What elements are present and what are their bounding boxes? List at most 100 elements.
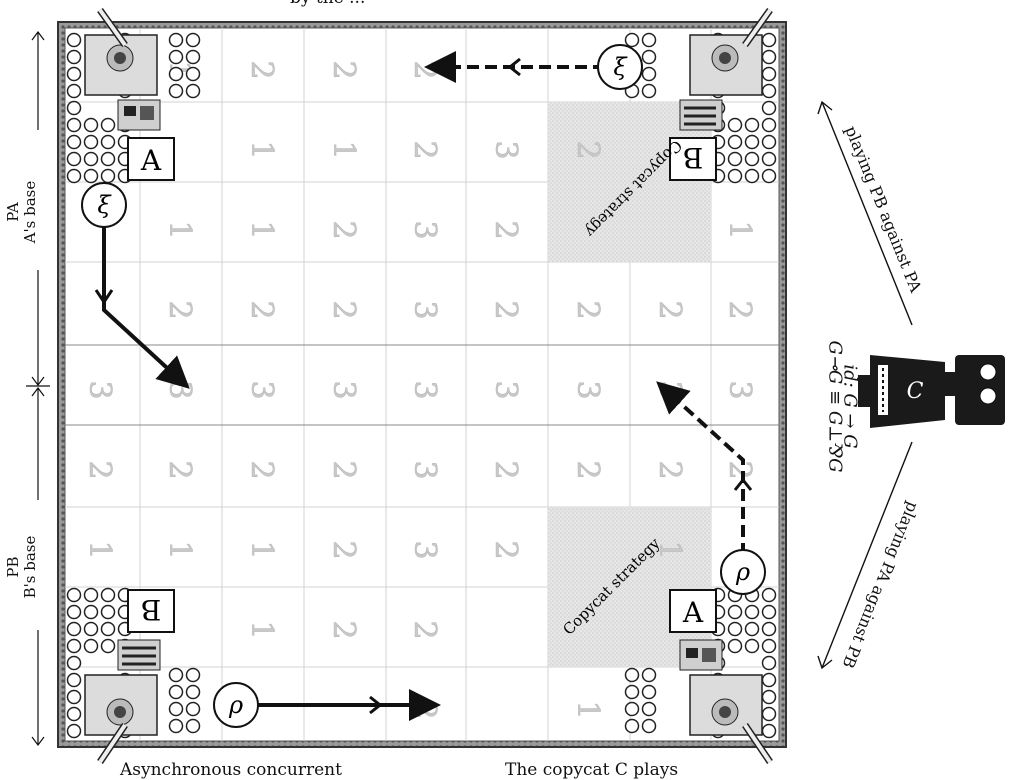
peg — [643, 34, 656, 47]
peg — [102, 623, 115, 636]
peg — [68, 34, 81, 47]
a-base-label: A's base — [22, 172, 39, 252]
peg — [68, 170, 81, 183]
board-number: 1 — [162, 540, 197, 559]
board-number: 3 — [82, 380, 117, 399]
peg — [763, 102, 776, 115]
peg — [68, 606, 81, 619]
peg — [68, 68, 81, 81]
peg — [170, 720, 183, 733]
peg — [729, 170, 742, 183]
board-number: 3 — [244, 380, 279, 399]
board-number: 1 — [82, 540, 117, 559]
board-number: 2 — [244, 460, 279, 479]
peg — [68, 691, 81, 704]
board-number: 2 — [570, 300, 605, 319]
peg — [170, 51, 183, 64]
copycat-robot — [858, 355, 1005, 428]
peg — [746, 170, 759, 183]
board-number: 2 — [488, 540, 523, 559]
peg — [102, 136, 115, 149]
board-number: 2 — [652, 460, 687, 479]
board-number: 1 — [162, 220, 197, 239]
peg — [746, 153, 759, 166]
peg — [68, 674, 81, 687]
peg — [85, 589, 98, 602]
board-number: 3 — [722, 380, 757, 399]
peg — [102, 640, 115, 653]
peg — [68, 589, 81, 602]
board-number: 2 — [488, 300, 523, 319]
board-number: 2 — [722, 300, 757, 319]
peg — [626, 34, 639, 47]
peg — [763, 725, 776, 738]
peg — [643, 68, 656, 81]
board-number: 3 — [326, 380, 361, 399]
peg — [68, 708, 81, 721]
rho-bottom-symbol: ρ — [228, 691, 243, 719]
peg — [729, 136, 742, 149]
peg — [763, 136, 776, 149]
board-number: 3 — [162, 380, 197, 399]
board-number: 2 — [326, 60, 361, 79]
board-number: 2 — [244, 60, 279, 79]
peg — [170, 669, 183, 682]
peg — [763, 85, 776, 98]
peg — [85, 136, 98, 149]
peg — [85, 606, 98, 619]
box-bottom-left-letter: B — [141, 593, 162, 626]
board-number: 2 — [244, 300, 279, 319]
peg — [187, 720, 200, 733]
board-number: 2 — [407, 140, 442, 159]
peg — [729, 606, 742, 619]
peg — [170, 703, 183, 716]
pa-label-text: PA — [5, 172, 22, 252]
peg — [187, 51, 200, 64]
board-number: 2 — [326, 220, 361, 239]
board-number: 2 — [162, 300, 197, 319]
board-number: 3 — [488, 380, 523, 399]
board-number: 2 — [488, 220, 523, 239]
board-number: 2 — [407, 60, 442, 79]
peg — [170, 85, 183, 98]
peg — [187, 686, 200, 699]
rho-bottom-token: ρ — [214, 683, 258, 727]
peg — [102, 606, 115, 619]
peg — [68, 623, 81, 636]
board-number: 3 — [570, 380, 605, 399]
xi-left-token: ξ — [82, 183, 126, 227]
peg — [763, 153, 776, 166]
peg — [102, 589, 115, 602]
rho-right-symbol: ρ — [735, 558, 750, 586]
peg — [763, 34, 776, 47]
board-number: 2 — [407, 620, 442, 639]
xi-top-token: ξ — [598, 45, 642, 89]
board-number: 2 — [488, 460, 523, 479]
peg — [187, 669, 200, 682]
board-number: 1 — [244, 620, 279, 639]
peg — [187, 68, 200, 81]
peg — [85, 640, 98, 653]
peg — [729, 119, 742, 132]
peg — [763, 119, 776, 132]
pb-label: PB B's base — [5, 527, 39, 607]
peg — [102, 119, 115, 132]
box-bottom-right-letter: A — [682, 596, 704, 629]
board-number: 2 — [570, 460, 605, 479]
board-number: 3 — [407, 380, 442, 399]
board-number: 3 — [652, 380, 687, 399]
peg — [729, 623, 742, 636]
peg — [68, 119, 81, 132]
board-number: 1 — [326, 140, 361, 159]
box-top-right-letter: B — [683, 141, 704, 174]
board-number: 2 — [722, 460, 757, 479]
b-base-label: B's base — [22, 527, 39, 607]
linear-formula: G⊸G ≡ G⊥⅋G — [825, 322, 846, 492]
peg — [187, 703, 200, 716]
peg — [626, 686, 639, 699]
peg — [729, 640, 742, 653]
board-number: 1 — [570, 700, 605, 719]
board-number: 2 — [326, 300, 361, 319]
peg — [763, 589, 776, 602]
board-number: 2 — [82, 460, 117, 479]
